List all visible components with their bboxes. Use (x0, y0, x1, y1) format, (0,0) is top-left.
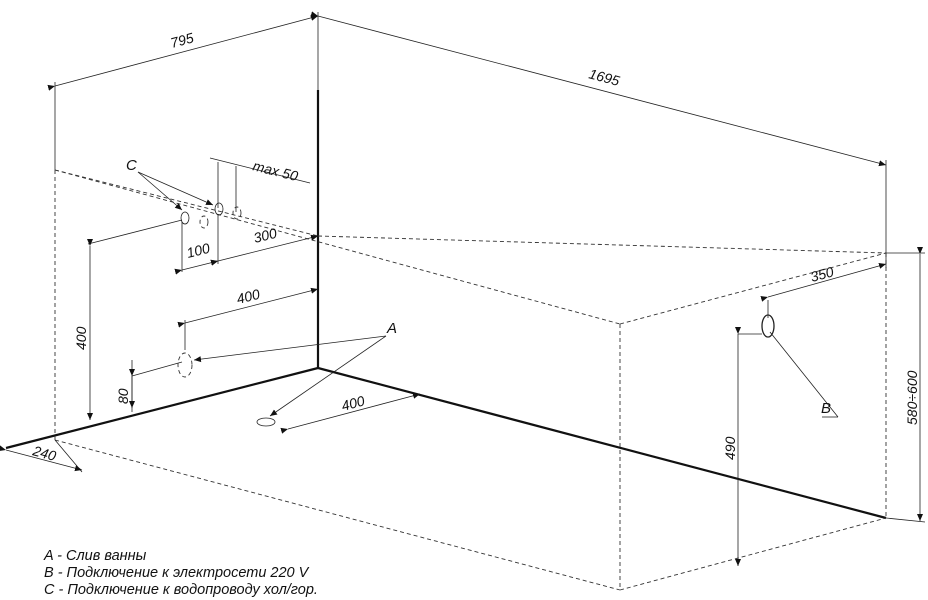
dim-line-100 (174, 259, 219, 275)
dim-text-400-upper: 400 (235, 286, 262, 307)
dim-text-400-vertical: 400 (73, 326, 89, 350)
floor-right-edge (317, 366, 887, 520)
drain-connections: 400 A 400 (177, 286, 421, 434)
dim-text-795: 795 (169, 29, 196, 51)
water-pipe-icon (180, 211, 190, 225)
bathtub-outline (54, 169, 887, 591)
dim-text-1695: 1695 (587, 65, 621, 89)
tub-side-top-edge (317, 235, 887, 254)
dim-text-300: 300 (252, 225, 279, 246)
dim-text-100: 100 (185, 240, 212, 261)
tub-front-top-edge-right (619, 252, 887, 325)
electrical-socket-icon (761, 314, 775, 338)
water-pipe-icon (214, 202, 224, 216)
water-pipe-icon (232, 206, 242, 220)
dim-line-240 (0, 445, 83, 472)
tub-front-top-edge (54, 169, 621, 325)
label-c: C (126, 157, 137, 174)
dim-text-80: 80 (115, 388, 131, 404)
water-pipe-icon (199, 215, 209, 229)
dim-line-795 (47, 14, 319, 91)
electrical-connection: 350 B 490 (722, 253, 887, 566)
tub-height-dimension: 580÷600 (885, 247, 926, 523)
label-b: B (821, 400, 831, 417)
legend-item-c: C - Подключение к водопроводу хол/гор. (44, 582, 318, 598)
dim-line-350 (760, 262, 887, 302)
legend-item-b: B - Подключение к электросети 220 V (44, 565, 310, 581)
floor-left-edge (5, 366, 319, 450)
legend-item-a: A - Слив ванны (43, 548, 147, 564)
dim-text-580-600: 580÷600 (904, 370, 920, 425)
dim-text-490: 490 (722, 436, 738, 460)
dim-text-350: 350 (809, 263, 836, 285)
tub-bottom-right-edge (619, 517, 887, 591)
top-dimensions: 795 1695 (47, 11, 887, 253)
drain-pipe-icon (177, 352, 193, 378)
legend: A - Слив ванны B - Подключение к электро… (43, 548, 318, 598)
left-dimensions: 400 80 (73, 239, 183, 420)
dim-line-300 (210, 234, 319, 266)
label-a: A (386, 320, 397, 337)
dim-text-max50: max 50 (251, 157, 300, 184)
water-connections: max 50 C 100 300 (87, 157, 319, 275)
dim-text-400-floor: 400 (340, 392, 367, 414)
dim-line-1695 (310, 11, 887, 167)
dim-line-400-upper (177, 287, 319, 328)
dim-line-400-floor (280, 392, 421, 434)
dim-text-240: 240 (30, 442, 58, 464)
floor-dimension: 240 (0, 439, 83, 473)
tub-back-top-edge (54, 169, 319, 237)
floor-drain-icon (256, 417, 276, 427)
room-walls (5, 90, 887, 520)
